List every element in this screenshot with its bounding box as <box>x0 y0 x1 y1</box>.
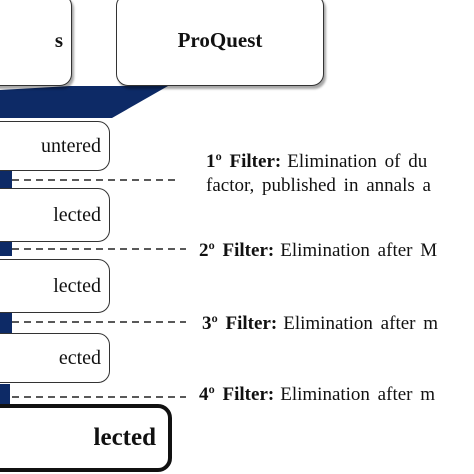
stage-label: ected <box>58 346 101 369</box>
stage-connector-1 <box>0 170 12 188</box>
source-label: ProQuest <box>177 27 263 52</box>
filter-3: 3º Filter:Elimination after m <box>202 312 438 336</box>
filter-1: 1º Filter:Elimination of du factor, publ… <box>206 150 431 198</box>
stage-connector-4 <box>0 384 10 404</box>
stage-box-2: lected <box>0 188 110 242</box>
filter-text: Elimination after m <box>280 384 436 405</box>
filter-label: 2º Filter: <box>199 240 275 261</box>
stage-connector-2 <box>0 242 12 256</box>
stage-label: untered <box>41 134 101 157</box>
final-label: lected <box>93 424 156 451</box>
stage-label: lected <box>53 203 101 226</box>
stage-box-3: lected <box>0 259 110 313</box>
stage-label: lected <box>53 274 101 297</box>
stage-connector-3 <box>0 313 12 333</box>
stage-box-4: ected <box>0 333 110 383</box>
filter-label: 4º Filter: <box>199 384 275 405</box>
filter-label: 3º Filter: <box>202 313 278 334</box>
filter-label: 1º Filter: <box>206 151 282 172</box>
source-box-left: s <box>0 0 72 86</box>
source-box-proquest: ProQuest <box>116 0 324 86</box>
filter-text: Elimination of du <box>287 151 428 172</box>
filter-text: Elimination after M <box>280 240 438 261</box>
filter-2: 2º Filter:Elimination after M <box>199 239 437 263</box>
filter-4: 4º Filter:Elimination after m <box>199 383 435 407</box>
funnel-connector <box>0 86 168 118</box>
final-box: lected <box>0 404 172 472</box>
stage-box-1: untered <box>0 121 110 171</box>
source-label: s <box>54 27 63 52</box>
filter-text-continued: factor, published in annals a <box>206 175 431 196</box>
filter-text: Elimination after m <box>283 313 439 334</box>
